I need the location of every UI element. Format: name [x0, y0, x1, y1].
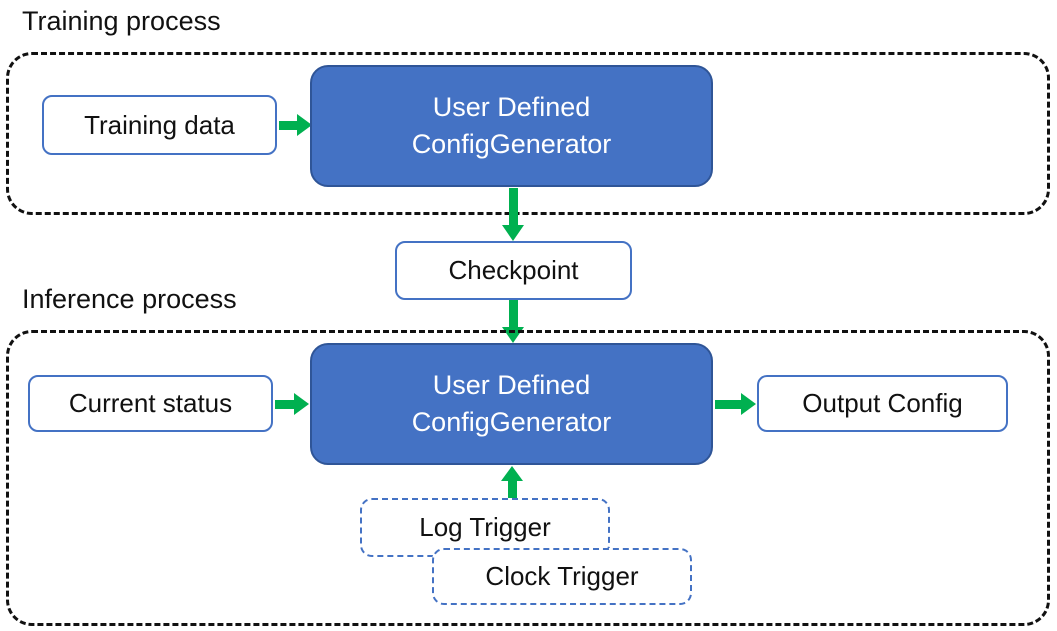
arrow-shaft [715, 400, 742, 409]
config-generator-training-box: User Defined ConfigGenerator [310, 65, 713, 187]
arrow-current-status-to-generator [275, 393, 309, 415]
current-status-box: Current status [28, 375, 273, 432]
arrow-head [294, 393, 309, 415]
arrow-head [501, 466, 523, 481]
arrow-shaft [279, 121, 298, 130]
config-generator-inference-box: User Defined ConfigGenerator [310, 343, 713, 465]
clock-trigger-box: Clock Trigger [432, 548, 692, 605]
arrow-shaft [508, 480, 517, 498]
training-process-container [6, 52, 1050, 215]
config-generator-training-line1: User Defined [432, 92, 591, 122]
arrow-generator-to-output [715, 393, 756, 415]
arrow-log-trigger-to-generator [501, 466, 523, 498]
output-config-box: Output Config [757, 375, 1008, 432]
training-process-label: Training process [22, 6, 221, 36]
arrow-shaft [509, 300, 518, 328]
config-generator-training-line2: ConfigGenerator [411, 129, 612, 159]
training-data-box: Training data [42, 95, 277, 155]
arrow-head [741, 393, 756, 415]
config-generator-inference-line2: ConfigGenerator [411, 407, 612, 437]
inference-process-container [6, 330, 1050, 626]
checkpoint-box: Checkpoint [395, 241, 632, 300]
arrow-generator-to-checkpoint [502, 188, 524, 241]
arrow-head [502, 225, 524, 241]
arrow-head [297, 114, 312, 136]
arrow-training-data-to-generator [279, 114, 312, 136]
arrow-shaft [275, 400, 295, 409]
arrow-shaft [509, 188, 518, 226]
inference-process-label: Inference process [22, 284, 237, 314]
config-generator-inference-line1: User Defined [432, 370, 591, 400]
